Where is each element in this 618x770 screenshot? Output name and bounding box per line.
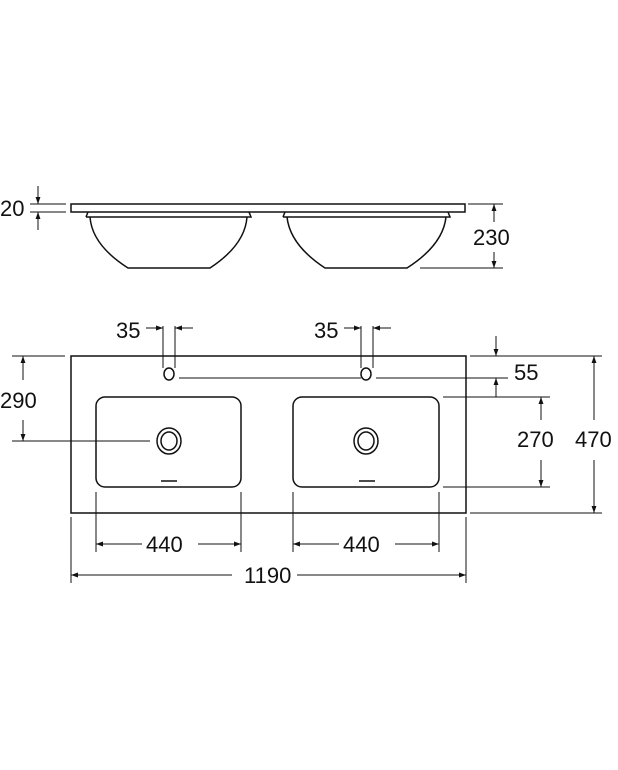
dim-overall-width: 1190: [244, 563, 291, 588]
dim-top-thickness: 20: [0, 196, 24, 221]
dim-basin-width-right: 440: [343, 532, 380, 557]
dim-basin-depth: 270: [517, 427, 554, 452]
dim-overall-depth: 470: [575, 427, 612, 452]
dim-tap-offset-right: 35: [314, 318, 338, 343]
dim-total-height: 230: [473, 225, 510, 250]
left-bowl-side: [85, 211, 253, 269]
side-view: 20 230: [0, 186, 510, 269]
dim-basin-width-left: 440: [146, 532, 183, 557]
countertop-side: [70, 203, 466, 213]
plan-view: 35 35 55 290 270 470: [0, 318, 612, 588]
right-drain-icon: [353, 427, 379, 455]
left-basin: [95, 396, 242, 488]
right-basin: [292, 396, 440, 488]
left-tap-hole-icon: [163, 367, 175, 381]
dim-drain-from-back: 290: [0, 388, 37, 413]
dim-tap-hole-from-back: 55: [514, 360, 538, 385]
countertop-plan: [70, 355, 467, 514]
dim-tap-offset-left: 35: [116, 318, 140, 343]
left-drain-icon: [156, 427, 182, 455]
right-tap-hole-icon: [360, 367, 372, 381]
right-bowl-side: [282, 211, 452, 269]
